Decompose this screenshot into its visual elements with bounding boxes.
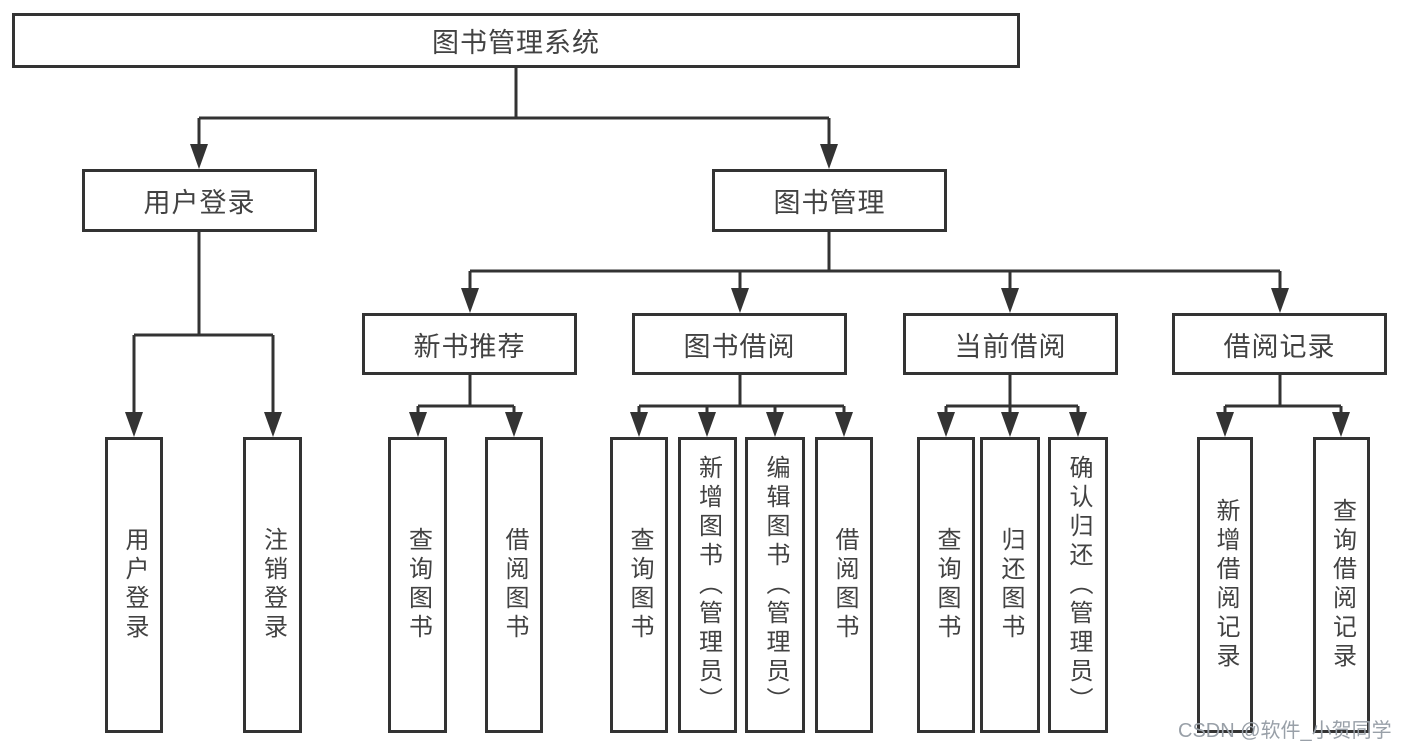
arrowhead-icon [820, 144, 838, 169]
arrowhead-icon [1001, 288, 1019, 313]
leaf-borrow-books-recommend: 借阅图书 [485, 437, 543, 733]
node-current-borrowing-label: 当前借阅 [954, 331, 1067, 362]
leaf-confirm-return-admin-label: 确认归还（管理员） [1065, 454, 1092, 716]
arrowhead-icon [630, 412, 648, 437]
node-book-management-label: 图书管理 [773, 188, 886, 218]
node-book-borrowing: 图书借阅 [632, 313, 847, 375]
arrowhead-icon [125, 412, 143, 437]
arrowhead-icon [264, 412, 282, 437]
node-book-management: 图书管理 [712, 169, 947, 232]
arrowhead-icon [766, 412, 784, 437]
leaf-add-borrow-record-label: 新增借阅记录 [1212, 498, 1239, 672]
leaf-query-books-borrowing: 查询图书 [610, 437, 668, 733]
leaf-return-books: 归还图书 [980, 437, 1040, 733]
arrowhead-icon [937, 412, 955, 437]
arrowhead-icon [505, 412, 523, 437]
node-borrow-records: 借阅记录 [1172, 313, 1387, 375]
arrowhead-icon [731, 288, 749, 313]
arrowhead-icon [190, 144, 208, 169]
leaf-user-login: 用户登录 [105, 437, 163, 733]
leaf-query-books-recommend-label: 查询图书 [404, 527, 432, 643]
node-new-book-recommend: 新书推荐 [362, 313, 577, 375]
arrowheads [125, 144, 1350, 437]
leaf-edit-books-admin-label: 编辑图书（管理员） [762, 454, 789, 716]
arrowhead-icon [461, 288, 479, 313]
arrowhead-icon [1332, 412, 1350, 437]
arrowhead-icon [698, 412, 716, 437]
leaf-return-books-label: 归还图书 [997, 527, 1024, 643]
leaf-borrow-books-label: 借阅图书 [831, 527, 858, 643]
leaf-logout-label: 注销登录 [259, 527, 287, 643]
node-user-login: 用户登录 [82, 169, 317, 232]
node-user-login-label: 用户登录 [143, 188, 256, 218]
arrowhead-icon [409, 412, 427, 437]
leaf-edit-books-admin: 编辑图书（管理员） [745, 437, 805, 733]
csdn-watermark: CSDN @软件_小贺同学 [1178, 720, 1392, 742]
leaf-query-books-current: 查询图书 [917, 437, 975, 733]
arrowhead-icon [1216, 412, 1234, 437]
node-new-book-recommend-label: 新书推荐 [413, 331, 526, 362]
arrowhead-icon [1069, 412, 1087, 437]
leaf-confirm-return-admin: 确认归还（管理员） [1048, 437, 1108, 733]
leaf-add-books-admin-label: 新增图书（管理员） [694, 454, 722, 716]
node-current-borrowing: 当前借阅 [903, 313, 1118, 375]
leaf-borrow-books-recommend-label: 借阅图书 [501, 527, 528, 643]
leaf-query-borrow-record: 查询借阅记录 [1313, 437, 1370, 733]
node-book-borrowing-label: 图书借阅 [683, 331, 796, 362]
leaf-query-books-borrowing-label: 查询图书 [626, 527, 653, 643]
node-borrow-records-label: 借阅记录 [1223, 331, 1336, 362]
leaf-user-login-label: 用户登录 [121, 527, 148, 643]
leaf-query-books-recommend: 查询图书 [388, 437, 447, 733]
leaf-add-borrow-record: 新增借阅记录 [1197, 437, 1253, 733]
leaf-add-books-admin: 新增图书（管理员） [678, 437, 737, 733]
arrowhead-icon [1271, 288, 1289, 313]
arrowhead-icon [835, 412, 853, 437]
leaf-logout: 注销登录 [243, 437, 302, 733]
node-root-label: 图书管理系统 [432, 28, 600, 58]
arrowhead-icon [1001, 412, 1019, 437]
node-root: 图书管理系统 [12, 13, 1020, 68]
leaf-query-borrow-record-label: 查询借阅记录 [1328, 498, 1356, 672]
connector-paths [132, 68, 1343, 420]
leaf-borrow-books: 借阅图书 [815, 437, 873, 733]
leaf-query-books-current-label: 查询图书 [933, 527, 960, 643]
